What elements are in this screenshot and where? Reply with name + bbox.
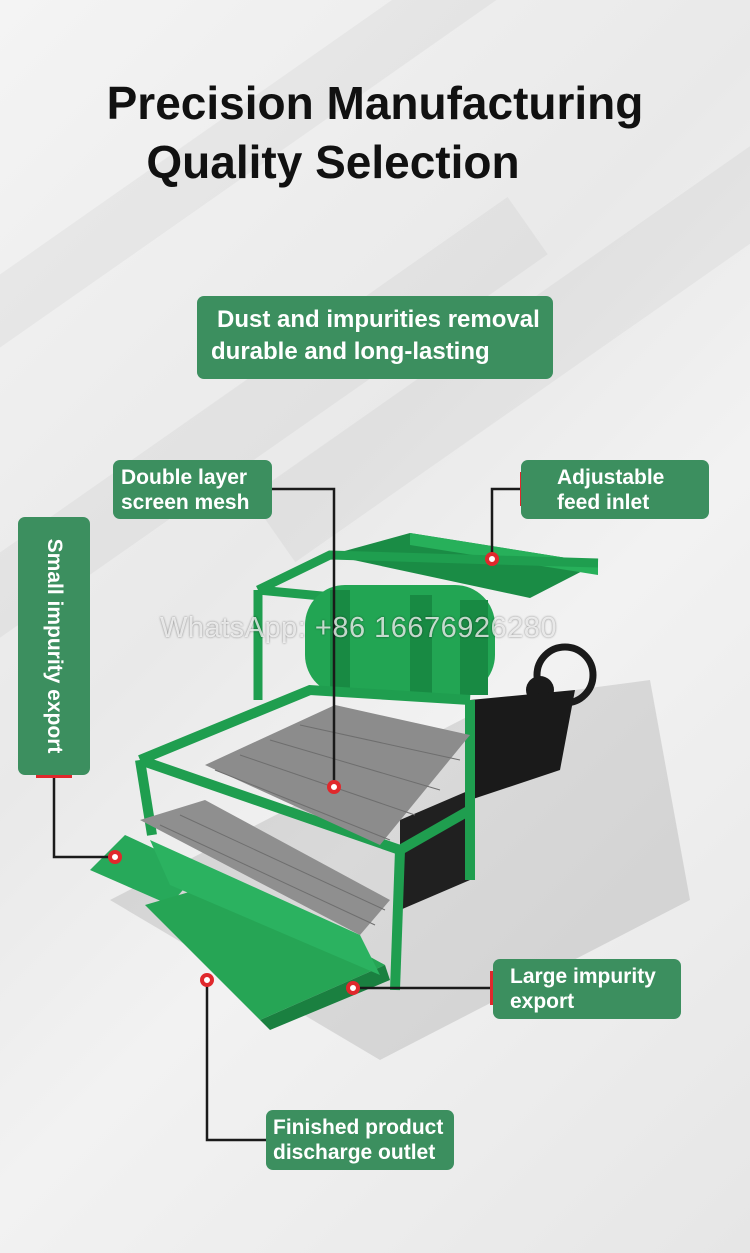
label-finished-line2: discharge outlet [273,1141,436,1164]
label-small-impurity: Small impurity export [18,517,90,775]
label-feed-inlet: Adjustable feed inlet [521,460,709,519]
label-feed-inlet-line1: Adjustable [557,466,665,489]
label-large-impurity-line1: Large impurity [510,965,656,988]
label-dust-removal: Dust and impurities removal durable and … [197,296,553,379]
marker-dot [200,973,214,987]
label-double-layer: Double layer screen mesh [113,460,272,519]
marker-dot [346,981,360,995]
label-small-impurity-text: Small impurity export [43,538,66,754]
label-double-layer-line1: Double layer [121,466,248,489]
label-double-layer-line2: screen mesh [121,491,250,514]
page-title-line2: Quality Selection [146,136,520,188]
label-feed-inlet-line2: feed inlet [557,491,650,514]
whatsapp-watermark: WhatsApp: +86 16676926280 [160,612,558,644]
label-finished-product: Finished product discharge outlet [266,1110,454,1170]
marker-tick [36,774,72,778]
label-large-impurity: Large impurity export [493,959,681,1019]
label-finished-line1: Finished product [273,1116,444,1139]
marker-dot [327,780,341,794]
finished-product-outlet [145,880,385,1020]
marker-dot [485,552,499,566]
feed-hopper [330,533,598,598]
marker-dot [108,850,122,864]
label-dust-line1: Dust and impurities removal [217,306,540,333]
page-title-line1: Precision Manufacturing [106,77,644,129]
lower-screen-mesh [140,800,390,935]
marker-tick [490,971,494,1005]
drum [305,585,495,695]
label-dust-line2: durable and long-lasting [211,338,490,365]
label-large-impurity-line2: export [510,990,575,1013]
